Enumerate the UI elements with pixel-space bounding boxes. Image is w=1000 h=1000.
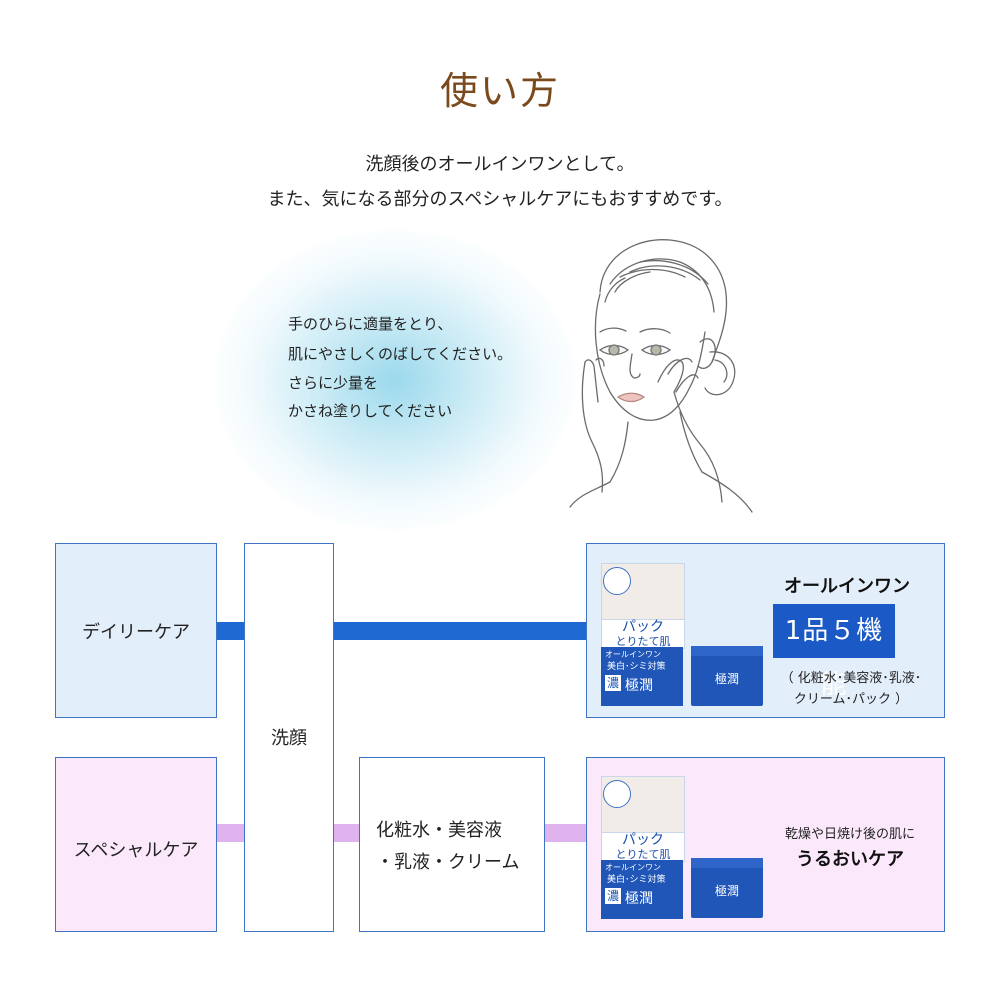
functions-detail-line-2: クリーム･パック ） [793, 692, 909, 707]
moisture-care-heading: うるおいケア [796, 849, 904, 870]
special-care-caption: 乾燥や日焼け後の肌に [784, 827, 915, 842]
woman-applying-cream-illustration [569, 239, 753, 513]
product-pack-text: パック [622, 619, 664, 635]
product-package-special: パック とりたて肌 オールインワン 美白･シミ対策 濃 極潤 [601, 776, 685, 919]
all-in-one-heading: オールインワン [784, 576, 910, 597]
daily-connector-left [217, 622, 244, 640]
hint-line-3: さらに少量を [288, 374, 379, 392]
product-claim-label: 美白･シミ対策 [607, 662, 666, 672]
skincare-steps-box [359, 757, 545, 932]
product-kanji-mark: 濃 [605, 675, 621, 691]
product-brand-label: 極潤 [625, 678, 653, 694]
hint-line-2: 肌にやさしくのばしてください。 [288, 345, 513, 363]
intro-line-1: 洗顔後のオールインワンとして。 [365, 154, 635, 175]
product-pack-text-2: とりたて肌 [615, 848, 671, 861]
product-jar: 極潤 [691, 646, 763, 706]
page-title: 使い方 [439, 69, 560, 113]
product-type-label: オールインワン [605, 650, 661, 659]
daily-care-label: デイリーケア [82, 622, 190, 643]
daily-care-box [55, 543, 217, 718]
blue-glow-decoration [215, 230, 575, 530]
product-seal-icon [603, 567, 631, 595]
product-claim-label: 美白･シミ対策 [607, 875, 666, 885]
product-jar-special: 極潤 [691, 858, 763, 918]
special-connector-right [545, 824, 586, 842]
product-type-label: オールインワン [605, 863, 661, 872]
daily-connector-right [334, 622, 586, 640]
face-wash-label: 洗顔 [271, 728, 307, 749]
functions-detail-line-1: （ 化粧水･美容液･乳液･ [780, 671, 922, 686]
product-pack-text-2: とりたて肌 [615, 635, 671, 648]
skincare-steps-line-1: 化粧水・美容液 [376, 820, 502, 841]
special-care-box [55, 757, 217, 932]
skincare-steps-line-2: ・乳液・クリーム [376, 852, 520, 873]
product-seal-icon [603, 780, 631, 808]
product-package: パック とりたて肌 オールインワン 美白･シミ対策 濃 極潤 [601, 563, 685, 706]
hint-line-1: 手のひらに適量をとり、 [288, 315, 453, 333]
product-brand-label: 極潤 [625, 891, 653, 907]
five-functions-badge: 1品５機能 [773, 604, 895, 700]
special-connector-middle [334, 824, 359, 842]
product-pack-text: パック [622, 832, 664, 848]
product-kanji-mark: 濃 [605, 888, 621, 904]
product-jar-brand: 極潤 [714, 672, 739, 686]
product-jar-brand: 極潤 [714, 884, 739, 898]
face-wash-box [244, 543, 334, 932]
special-care-label: スペシャルケア [73, 840, 199, 861]
special-connector-left [217, 824, 244, 842]
intro-line-2: また、気になる部分のスペシャルケアにもおすすめです。 [267, 189, 733, 210]
hint-line-4: かさね塗りしてください [288, 402, 453, 420]
